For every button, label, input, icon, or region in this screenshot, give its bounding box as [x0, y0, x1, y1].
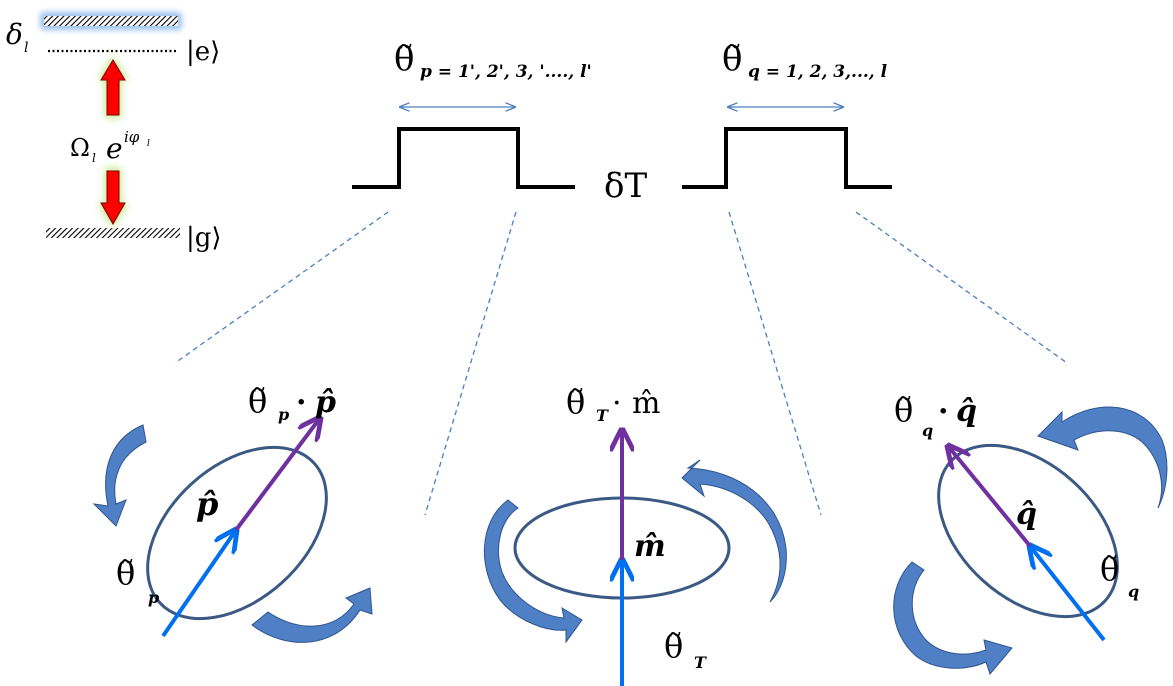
rotation-q-axis-subscript: q: [922, 421, 933, 440]
rotation-q-angle-theta: θ̃: [1100, 550, 1119, 588]
rotation-p-axis-theta: θ̃: [248, 382, 267, 420]
down-laser-arrow-icon: [100, 170, 126, 226]
rotation-m-angle-theta: θ̃: [664, 627, 683, 665]
projection-lines: [174, 211, 1068, 516]
detuning-symbol: δ: [6, 18, 23, 51]
up-laser-arrow-icon: [100, 59, 126, 116]
rabi-phase-subscript: l: [147, 139, 150, 149]
rotation-m-axis-theta: θ̃: [566, 383, 585, 421]
rabi-omega-subscript: l: [92, 151, 96, 165]
rotation-q-curved-arrow-bottom-icon: [893, 561, 1013, 676]
rotation-p-curved-arrow-bottom-icon: [251, 587, 373, 643]
rotation-p-curved-arrow-top-icon: [92, 424, 147, 527]
rotation-m-curved-arrow-right-icon: [681, 459, 787, 603]
energy-level-diagram: δ l |e⟩ |g⟩ Ω l e iφ l: [6, 12, 222, 253]
rotation-m-center-label: m̂: [634, 529, 666, 564]
rotation-p-axis-dot: ·: [296, 385, 306, 420]
rotation-q-angle-arrow: [1030, 546, 1106, 642]
ground-state-ket: |g⟩: [186, 223, 222, 253]
projection-line-1: [174, 211, 389, 364]
rotation-q-curved-arrow-top-icon: [1037, 406, 1168, 509]
rotation-m-axis-dot: ·: [612, 386, 622, 421]
right-pulse-theta: θ̃: [722, 39, 742, 79]
right-pulse-subscript: q = 1, 2, 3,..., l: [748, 62, 888, 82]
ground-level-band: [46, 228, 180, 238]
rotation-m-curved-arrow-left-icon: [484, 499, 583, 644]
projection-line-2: [424, 211, 517, 516]
rotation-q-axis-theta: θ̃: [894, 391, 913, 429]
left-pulse-subscript: p = 1', 2', 3, '...., l': [420, 62, 592, 82]
rotation-p-angle-arrow: [161, 530, 236, 638]
rotation-q-center-label: q̂: [1016, 497, 1037, 532]
rabi-phase: iφ: [124, 128, 140, 146]
rotation-p-axis-vector: p̂: [315, 385, 336, 420]
detuning-subscript: l: [24, 40, 28, 56]
rotation-q-axis-vector: q̂: [956, 394, 977, 429]
rotation-m-angle-subscript: T: [694, 653, 707, 672]
rotation-p-ellipse: [146, 445, 328, 621]
rotation-q: θ̃ q · q̂ q̂ θ̃ q: [893, 391, 1168, 676]
projection-line-3: [728, 211, 822, 516]
rotation-p-axis-subscript: p: [278, 405, 289, 424]
projection-line-4: [855, 211, 1068, 364]
rotation-q-axis-dot: ·: [938, 394, 948, 429]
rotation-m-axis-vector: m̂: [632, 386, 660, 421]
pulse-sequence: θ̃ p = 1', 2', 3, '...., l' θ̃ q = 1, 2,…: [352, 39, 892, 206]
rotation-p-center-label: p̂: [196, 485, 218, 523]
excited-state-ket: |e⟩: [186, 37, 220, 67]
right-pulse: [682, 127, 892, 189]
rotation-p-angle-theta: θ̃: [116, 554, 135, 592]
rotation-p: θ̃ p · p̂ p̂ θ̃ p: [92, 382, 373, 643]
rotation-q-angle-subscript: q: [1128, 582, 1139, 601]
rabi-exponential: e: [106, 132, 123, 165]
rotation-q-axis-arrow: [948, 446, 1032, 548]
delta-t-label: δT: [604, 166, 647, 206]
rotation-m: θ̃ T · m̂ m̂ θ̃ T: [484, 383, 787, 686]
left-pulse-theta: θ̃: [394, 39, 414, 79]
rabi-omega: Ω: [70, 134, 90, 162]
left-pulse: [352, 127, 575, 189]
rotation-m-axis-subscript: T: [596, 406, 609, 425]
rotation-p-axis-arrow: [234, 418, 320, 532]
excited-level-band: [44, 16, 178, 26]
rotation-p-angle-subscript: p: [148, 588, 159, 607]
